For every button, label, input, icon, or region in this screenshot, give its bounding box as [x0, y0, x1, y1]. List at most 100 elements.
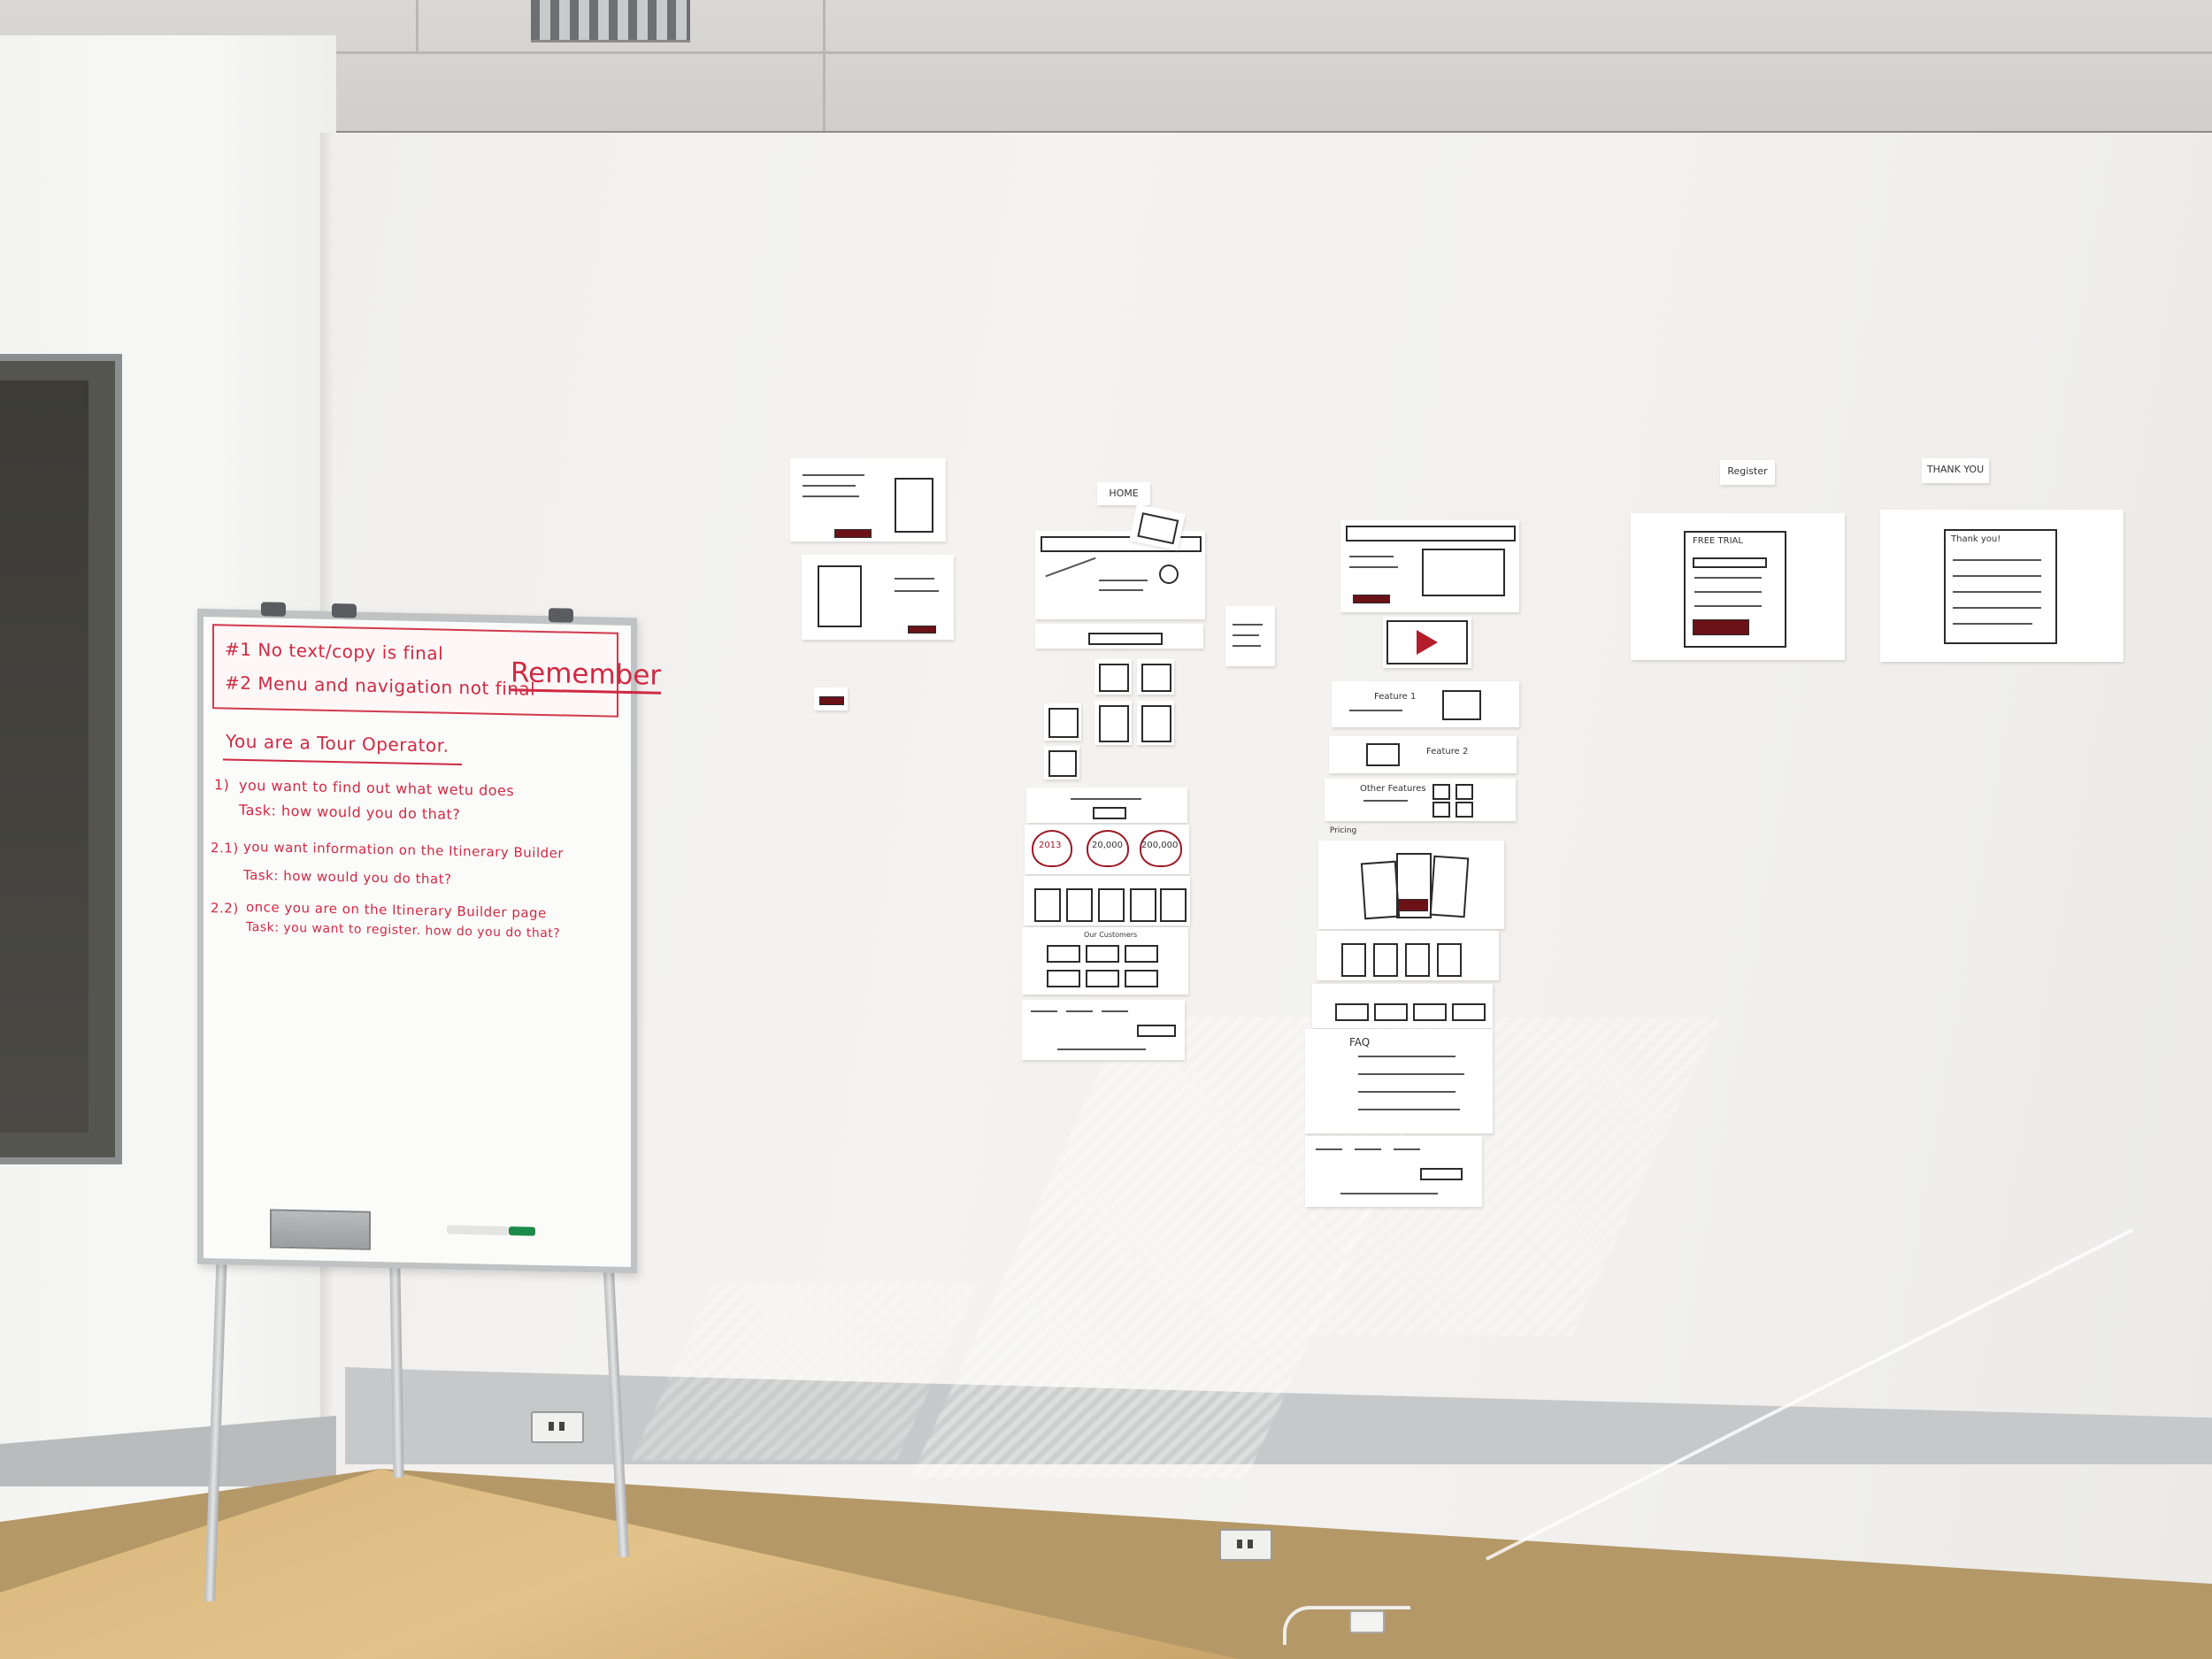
other-features-label: Other Features: [1360, 784, 1426, 794]
sketch-line: [1340, 1193, 1438, 1194]
sketch-button: [1353, 595, 1390, 603]
sketch-card: [1160, 888, 1187, 922]
sketch-line: [1066, 1010, 1093, 1012]
sketch-tile: [1141, 705, 1171, 742]
sketch-card: [1098, 888, 1125, 922]
sketch-social: [1137, 1025, 1176, 1037]
remember-box: #1 No text/copy is final #2 Menu and nav…: [212, 624, 662, 718]
sketch-tile: [1141, 664, 1171, 692]
sketch-card: [1341, 943, 1366, 977]
home-customers-sheet: Our Customers: [1022, 927, 1188, 995]
builder-customers-sheet: [1312, 984, 1493, 1028]
home-tile-sheet: [1044, 746, 1079, 780]
sketch-logo: [1086, 970, 1119, 987]
rule-2-text: #2 Menu and navigation not final: [225, 672, 536, 700]
builder-video-sheet: [1383, 617, 1471, 668]
prototype-sheet: [802, 555, 954, 640]
customers-heading: Our Customers: [1084, 931, 1138, 939]
power-cable: [1283, 1606, 1410, 1645]
sketch-line: [1953, 591, 2041, 593]
ceiling-grid-line: [0, 51, 2212, 54]
whiteboard-clip: [332, 603, 357, 618]
sketch-line: [1358, 1073, 1464, 1075]
sketch-button: [908, 626, 936, 634]
sketch-nav: [1346, 526, 1516, 541]
sketch-price-card: [1396, 853, 1432, 918]
sketch-logo: [1086, 945, 1119, 963]
sketch-line: [1953, 623, 2032, 625]
task-2-1-number: 2.1): [211, 840, 239, 856]
window: [0, 354, 122, 1164]
task-2-1-task: Task: how would you do that?: [243, 866, 452, 887]
sketch-price-card: [1360, 860, 1401, 920]
sketch-logo: [1125, 970, 1158, 987]
play-icon: [1417, 630, 1438, 655]
builder-feature-sheet: Other Features: [1325, 779, 1516, 821]
sketch-card: [1130, 888, 1156, 922]
sketch-line: [1031, 1010, 1057, 1012]
sketch-line: [1102, 1010, 1128, 1012]
home-header-sheet: [1035, 531, 1205, 619]
sketch-line: [1694, 605, 1762, 607]
sketch-heart: [1140, 830, 1182, 867]
pricing-label: Pricing: [1329, 826, 1357, 835]
sketch-logo: [1335, 1003, 1369, 1021]
sketch-box: [1432, 802, 1450, 818]
feature-2-label: Feature 2: [1426, 747, 1469, 757]
remember-heading: Remember: [511, 657, 662, 695]
home-search-sheet: [1035, 624, 1203, 649]
sketch-line: [1316, 1148, 1342, 1150]
sketch-logo: [1452, 1003, 1486, 1021]
home-tile-sheet: [1094, 701, 1132, 745]
sketch-map: [1422, 549, 1505, 596]
builder-footer-sheet: [1305, 1136, 1482, 1207]
sketch-line: [895, 578, 934, 580]
ceiling: [0, 0, 2212, 142]
sketch-box: [1366, 743, 1400, 766]
sketch-line: [1071, 798, 1141, 800]
sketch-button: [834, 529, 872, 538]
sketch-box: [818, 565, 862, 627]
sketch-line: [1953, 607, 2041, 609]
sketch-logo: [1413, 1003, 1447, 1021]
sketch-line: [895, 590, 939, 592]
sketch-line: [1358, 1109, 1460, 1110]
sketch-line: [1057, 1048, 1146, 1050]
stat-20000: 20,000: [1092, 841, 1123, 850]
thank-you-text: Thank you!: [1951, 534, 2001, 544]
sketch-message: [1944, 529, 2057, 644]
sketch-line: [1355, 1148, 1381, 1150]
sketch-line: [1394, 1148, 1420, 1150]
home-tile-sheet: [1137, 701, 1174, 745]
free-trial-label: FREE TRIAL: [1693, 536, 1743, 546]
home-tile-sheet: [1094, 659, 1132, 695]
sketch-line: [803, 485, 856, 487]
sketch-submit: [1693, 619, 1749, 635]
sketch-logo: [1047, 945, 1080, 963]
sketch-button: [1093, 807, 1126, 819]
sketch-box: [1432, 784, 1450, 800]
sketch-button: [819, 696, 844, 705]
window-glass: [0, 380, 88, 1133]
builder-testimonial-sheet: [1317, 931, 1499, 980]
task-2-1-question: you want information on the Itinerary Bu…: [243, 838, 565, 862]
builder-feature-sheet: Feature 2: [1329, 736, 1517, 773]
marker: [447, 1225, 509, 1236]
sketch-line: [1953, 575, 2041, 577]
ceiling-light: [531, 0, 690, 42]
sketch-video: [1386, 620, 1468, 664]
builder-pricing-sheet: [1318, 841, 1504, 929]
role-underline: [223, 758, 462, 766]
sketch-line: [1099, 589, 1143, 591]
sketch-line: [1358, 1056, 1455, 1057]
sketch-line: [1233, 645, 1261, 647]
sketch-tile: [1099, 705, 1129, 742]
ceiling-grid-line: [416, 0, 419, 53]
sketch-social: [1420, 1168, 1463, 1180]
stat-200000: 200,000: [1141, 841, 1179, 850]
home-label: HOME: [1097, 482, 1150, 505]
sketch-logo: [1374, 1003, 1408, 1021]
sketch-figure: [1159, 565, 1179, 584]
sketch-heart: [1032, 830, 1072, 867]
ceiling-grid-line: [823, 0, 826, 133]
